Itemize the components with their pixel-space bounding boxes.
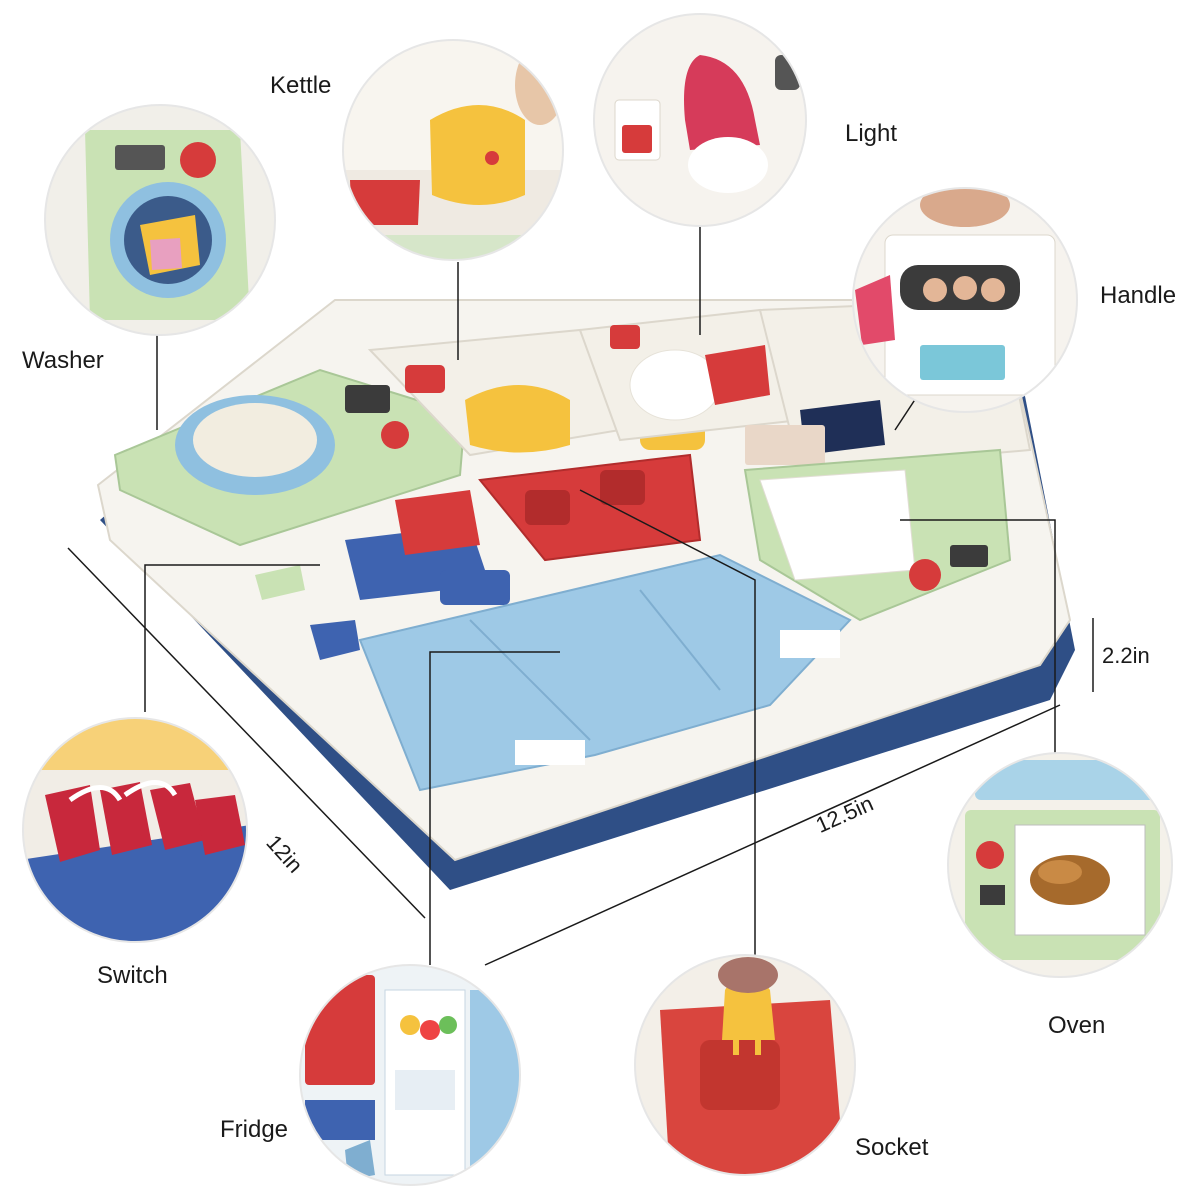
light-label: Light bbox=[845, 120, 898, 147]
width-line bbox=[484, 704, 1061, 966]
height-dimension-label: 2.2in bbox=[1102, 643, 1150, 668]
kettle-module bbox=[367, 328, 705, 457]
fridge-module bbox=[358, 553, 852, 792]
fridge-bubble bbox=[299, 964, 521, 1186]
fridge-label: Fridge bbox=[220, 1116, 289, 1143]
plug-green bbox=[255, 565, 305, 600]
kettle-bubble bbox=[342, 39, 564, 261]
kettle-label: Kettle bbox=[270, 72, 332, 99]
switch-module bbox=[345, 490, 510, 605]
oven-label: Oven bbox=[1048, 1012, 1106, 1039]
socket-label: Socket bbox=[855, 1134, 929, 1161]
switch-label: Switch bbox=[97, 962, 168, 989]
leader-lines bbox=[144, 226, 1056, 965]
light-bubble bbox=[593, 13, 807, 227]
oven-module bbox=[743, 448, 1012, 622]
handle-bubble bbox=[852, 187, 1078, 413]
washer-bubble bbox=[44, 104, 276, 336]
plug-blue bbox=[310, 620, 360, 660]
dimension-lines bbox=[67, 547, 1094, 966]
handle-label: Handle bbox=[1100, 282, 1177, 309]
washer-module bbox=[113, 368, 467, 547]
switch-bubble bbox=[22, 717, 248, 943]
socket-module bbox=[478, 453, 702, 562]
socket-bubble bbox=[634, 954, 856, 1176]
depth-line bbox=[67, 547, 426, 919]
washer-label: Washer bbox=[22, 347, 104, 374]
oven-bubble bbox=[947, 752, 1173, 978]
